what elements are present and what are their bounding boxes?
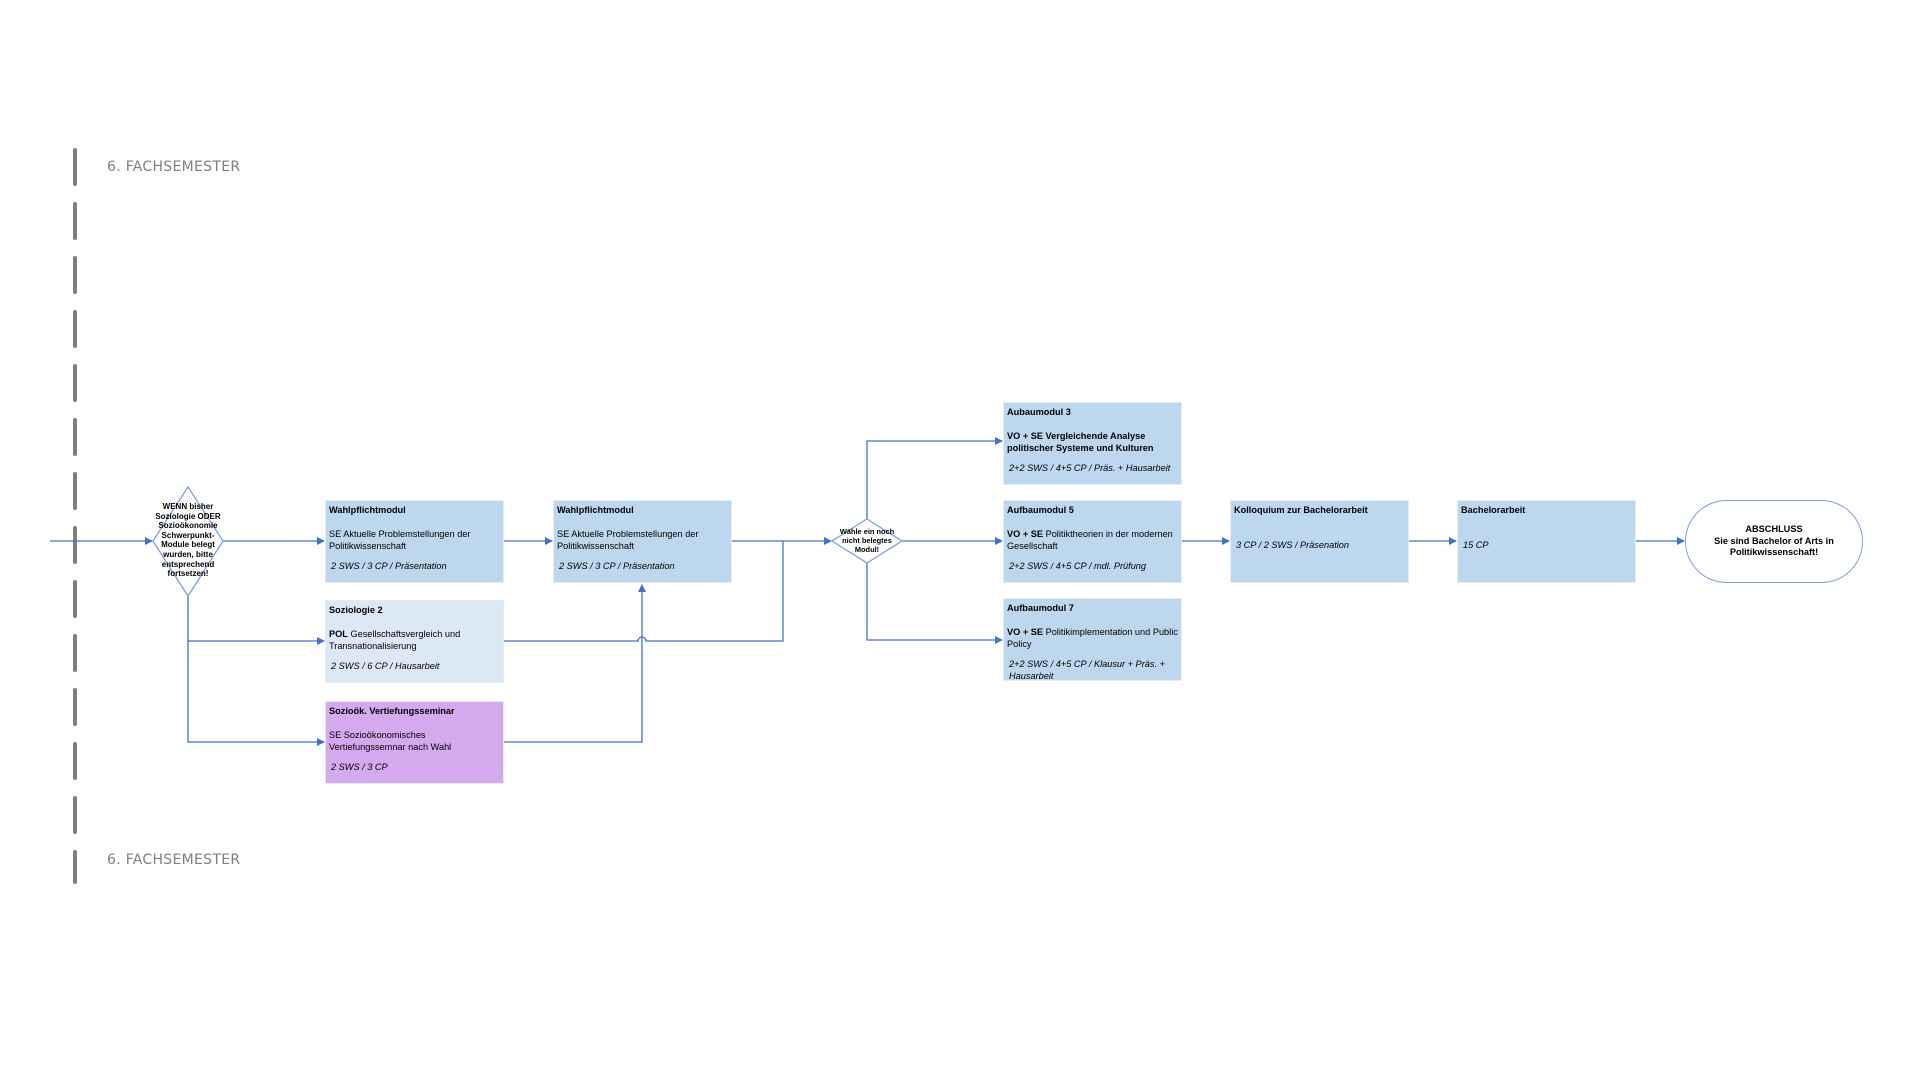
terminal-line: Sie sind Bachelor of Arts in bbox=[1714, 535, 1834, 546]
decision-line: wurden, bitte bbox=[163, 549, 213, 559]
decision-line: Sozioökonomie bbox=[158, 521, 218, 531]
module-meta: 2 SWS / 6 CP / Hausarbeit bbox=[331, 661, 440, 672]
module-description: VO + SE Politikimplementation und Public… bbox=[1007, 627, 1178, 650]
decision-line: Schwerpunkt- bbox=[161, 530, 215, 540]
module-type: POL bbox=[329, 629, 348, 639]
module-meta: 2 SWS / 3 CP bbox=[331, 762, 388, 773]
decision-diamond-modul-wahl bbox=[830, 518, 904, 564]
spacer bbox=[1234, 517, 1405, 529]
decision-text-schwerpunkt: WENN bisher Soziologie ODER Sozioökonomi… bbox=[148, 502, 228, 579]
decision-line: Modul! bbox=[854, 545, 880, 554]
module-title: Kolloquium zur Bachelorarbeit bbox=[1234, 505, 1368, 515]
module-title: Wahlpflichtmodul bbox=[329, 505, 406, 515]
module-type: VO + SE bbox=[1007, 529, 1044, 539]
connector-d1-soziologie2 bbox=[187, 596, 325, 645]
module-wahlpflicht-1[interactable]: Wahlpflichtmodul SE Aktuelle Problemstel… bbox=[325, 500, 504, 583]
module-name: Politikimplementation und Public Policy bbox=[1007, 627, 1178, 649]
decision-line: WENN bisher bbox=[162, 502, 214, 511]
decision-line: entsprechend bbox=[161, 559, 215, 569]
module-name: SE Aktuelle Problemstellungen der Politi… bbox=[557, 529, 699, 551]
module-description: VO + SE Politiktheorien in der modernen … bbox=[1007, 529, 1178, 552]
module-title: Soziologie 2 bbox=[329, 605, 383, 615]
module-description: SE Aktuelle Problemstellungen der Politi… bbox=[557, 529, 728, 552]
module-description: POL Gesellschaftsvergleich und Transnati… bbox=[329, 629, 500, 652]
decision-line: Module belegt bbox=[161, 540, 215, 550]
module-description: VO + SE Vergleichende Analyse politische… bbox=[1007, 431, 1178, 454]
module-meta: 2+2 SWS / 4+5 CP / Präs. + Hausarbeit bbox=[1009, 463, 1171, 474]
module-description: SE Sozioökonomisches Vertiefungssemnar n… bbox=[329, 730, 500, 753]
module-name: SE Aktuelle Problemstellungen der Politi… bbox=[329, 529, 471, 551]
module-type: VO + SE bbox=[1007, 627, 1044, 637]
connector-soziooek-wahlpflicht2 bbox=[504, 584, 646, 743]
decision-line: Soziologie ODER bbox=[155, 511, 221, 521]
module-meta: 3 CP / 2 SWS / Präsenation bbox=[1236, 540, 1350, 550]
decision-line: fortsetzen! bbox=[167, 569, 209, 579]
module-name: Politiktheorien in der modernen Gesellsc… bbox=[1007, 529, 1173, 551]
module-kolloquium[interactable]: Kolloquium zur Bachelorarbeit 3 CP / 2 S… bbox=[1230, 500, 1409, 583]
decision-line: nicht belegtes bbox=[842, 536, 892, 545]
module-meta: 2+2 SWS / 4+5 CP / mdl. Prüfung bbox=[1009, 561, 1147, 572]
terminal-title: ABSCHLUSS bbox=[1745, 524, 1803, 535]
module-name: Gesellschaftsvergleich und Transnational… bbox=[329, 629, 461, 651]
module-title: Aufbaumodul 5 bbox=[1007, 505, 1074, 515]
module-type: VO + SE Vergleichende Analyse politische… bbox=[1007, 431, 1154, 453]
module-aufbau-7[interactable]: Aufbaumodul 7 VO + SE Politikimplementat… bbox=[1003, 598, 1182, 681]
module-description: SE Aktuelle Problemstellungen der Politi… bbox=[329, 529, 500, 552]
module-title: Bachelorarbeit bbox=[1461, 505, 1526, 515]
module-meta: 2 SWS / 3 CP / Präsentation bbox=[331, 561, 447, 572]
module-title: Aufbaumodul 7 bbox=[1007, 603, 1074, 613]
decision-line: Wähle ein noch bbox=[839, 527, 895, 536]
module-aufbau-5[interactable]: Aufbaumodul 5 VO + SE Politiktheorien in… bbox=[1003, 500, 1182, 583]
connector-d2-aufbau3 bbox=[866, 437, 1003, 519]
connector-soziologie2-merge bbox=[504, 541, 784, 642]
semester-label-top: 6. FACHSEMESTER bbox=[107, 159, 241, 175]
module-title: Sozioök. Vertiefungsseminar bbox=[329, 706, 455, 716]
decision-diamond-schwerpunkt bbox=[152, 485, 224, 598]
connector-d1-soziooek bbox=[187, 641, 325, 746]
terminal-line: Politikwissenschaft! bbox=[1729, 547, 1819, 558]
semester-label-bottom: 6. FACHSEMESTER bbox=[107, 852, 241, 868]
module-soziologie-2[interactable]: Soziologie 2 POL Gesellschaftsvergleich … bbox=[325, 600, 504, 683]
terminal-abschluss[interactable]: ABSCHLUSS Sie sind Bachelor of Arts in P… bbox=[1685, 500, 1863, 583]
connector-d2-aufbau7 bbox=[866, 563, 1003, 644]
module-meta: 2+2 SWS / 4+5 CP / Klausur + Präs. + Hau… bbox=[1009, 659, 1165, 681]
module-wahlpflicht-2[interactable]: Wahlpflichtmodul SE Aktuelle Problemstel… bbox=[553, 500, 732, 583]
module-meta: 2 SWS / 3 CP / Präsentation bbox=[559, 561, 675, 572]
module-aufbau-3[interactable]: Aubaumodul 3 VO + SE Vergleichende Analy… bbox=[1003, 402, 1182, 485]
module-soziooek-vertiefungsseminar[interactable]: Sozioök. Vertiefungsseminar SE Sozioökon… bbox=[325, 701, 504, 784]
decision-text-modul-wahl: Wähle ein noch nicht belegtes Modul! bbox=[832, 527, 902, 554]
module-meta: 15 CP bbox=[1463, 540, 1489, 550]
spacer bbox=[1461, 517, 1632, 529]
module-title: Wahlpflichtmodul bbox=[557, 505, 634, 515]
module-bachelorarbeit[interactable]: Bachelorarbeit 15 CP bbox=[1457, 500, 1636, 583]
module-name: SE Sozioökonomisches Vertiefungssemnar n… bbox=[329, 730, 452, 752]
module-title: Aubaumodul 3 bbox=[1007, 407, 1071, 417]
